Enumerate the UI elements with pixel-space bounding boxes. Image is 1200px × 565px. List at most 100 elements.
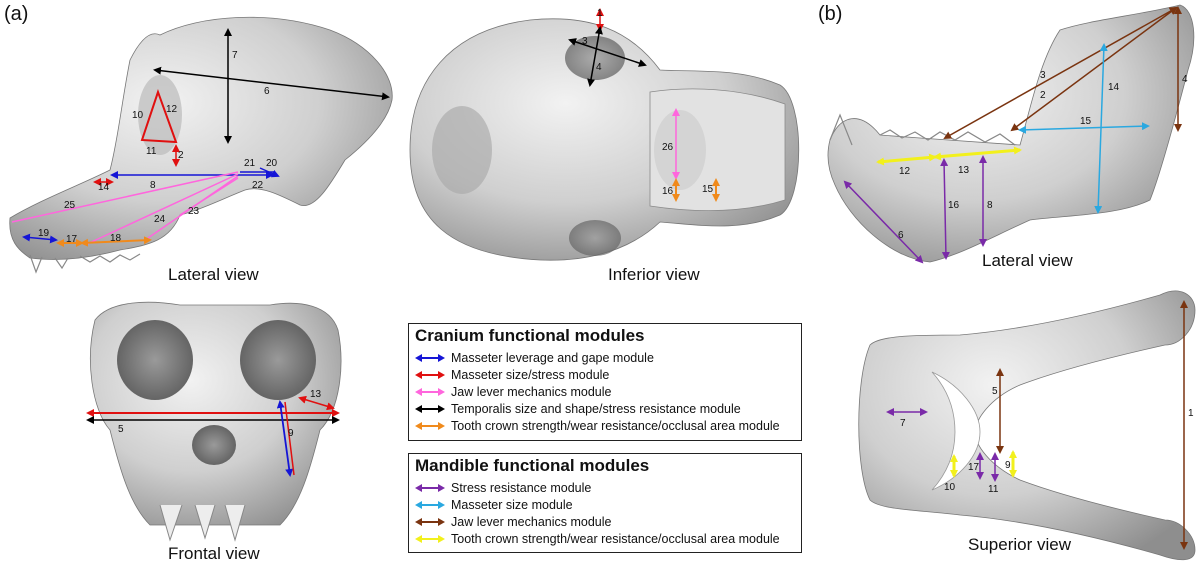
num-15-mandible: 15 bbox=[1080, 116, 1092, 127]
num-14: 14 bbox=[98, 182, 110, 193]
legend-cranium-item-label: Masseter size/stress module bbox=[451, 367, 610, 382]
num-16-mandible: 16 bbox=[948, 200, 960, 211]
mandible-superior-measurements bbox=[886, 300, 1188, 550]
num-14-mandible: 14 bbox=[1108, 82, 1120, 93]
num-19: 19 bbox=[38, 228, 50, 239]
legend-mandible: Mandible functional modules Stress resis… bbox=[408, 453, 802, 553]
legend-cranium-item: Jaw lever mechanics module bbox=[415, 383, 801, 400]
mandible-superior-numbers: 1 5 7 10 17 11 9 bbox=[900, 386, 1194, 495]
legend-mandible-title: Mandible functional modules bbox=[415, 456, 650, 475]
measure-6-mandible bbox=[843, 180, 924, 264]
panel-label-a: (a) bbox=[4, 3, 28, 25]
measure-25 bbox=[11, 171, 239, 223]
cranium-inferior-specimen bbox=[409, 18, 800, 261]
double-arrow-icon bbox=[415, 370, 445, 379]
num-15: 15 bbox=[702, 184, 714, 195]
legend-mandible-item-label: Masseter size module bbox=[451, 497, 573, 512]
cranium-lateral-measurements bbox=[11, 28, 390, 247]
measure-22 bbox=[179, 177, 239, 216]
measure-20 bbox=[259, 167, 280, 178]
num-9-frontal: 9 bbox=[288, 428, 294, 439]
num-23: 23 bbox=[188, 206, 200, 217]
measure-16-mandible bbox=[940, 158, 950, 260]
measure-10-12-triangle bbox=[140, 88, 178, 144]
cranium-frontal-measurements bbox=[86, 395, 340, 477]
legend-mandible-item: Stress resistance module bbox=[415, 479, 801, 496]
view-title-mandible-lateral: Lateral view bbox=[982, 251, 1073, 270]
mandible-superior-specimen bbox=[858, 290, 1196, 561]
legend-mandible-item-label: Jaw lever mechanics module bbox=[451, 514, 612, 529]
num-25: 25 bbox=[64, 200, 76, 211]
legend-mandible-item: Masseter size module bbox=[415, 496, 801, 513]
num-7-mandible: 7 bbox=[900, 418, 906, 429]
num-4-mandible: 4 bbox=[1182, 74, 1188, 85]
num-2: 2 bbox=[178, 150, 184, 161]
num-13-mandible: 13 bbox=[958, 165, 970, 176]
num-5-frontal: 5 bbox=[118, 424, 124, 435]
view-title-mandible-superior: Superior view bbox=[968, 535, 1072, 554]
measure-13-mandible bbox=[933, 146, 1022, 161]
num-1-mandible: 1 bbox=[1188, 408, 1194, 419]
num-6: 6 bbox=[264, 86, 270, 97]
num-3-mandible: 3 bbox=[1040, 70, 1046, 81]
double-arrow-icon bbox=[415, 517, 445, 526]
legend-cranium-item: Tooth crown strength/wear resistance/occ… bbox=[415, 417, 801, 434]
double-arrow-icon bbox=[415, 387, 445, 396]
double-arrow-icon bbox=[415, 404, 445, 413]
num-3: 3 bbox=[582, 36, 588, 47]
measure-18 bbox=[80, 236, 152, 247]
num-10-mandible: 10 bbox=[944, 482, 956, 493]
mandible-lateral-measurements bbox=[843, 6, 1182, 264]
num-8: 8 bbox=[150, 180, 156, 191]
legend-mandible-item-label: Tooth crown strength/wear resistance/occ… bbox=[451, 531, 780, 546]
legend-cranium-item-label: Temporalis size and shape/stress resista… bbox=[451, 401, 741, 416]
view-title-cranium-frontal: Frontal view bbox=[168, 544, 260, 563]
panel-label-b: (b) bbox=[818, 3, 842, 25]
num-1: 1 bbox=[597, 8, 603, 19]
measure-6 bbox=[153, 66, 390, 101]
cranium-frontal-numbers: 5 13 9 bbox=[118, 389, 322, 439]
num-7: 7 bbox=[232, 50, 238, 61]
measure-19 bbox=[22, 233, 58, 244]
num-8-mandible: 8 bbox=[987, 200, 993, 211]
cranium-lateral-numbers: 7 6 10 12 11 2 14 8 21 20 22 25 23 24 19… bbox=[38, 50, 278, 245]
num-9-mandible: 9 bbox=[1005, 460, 1011, 471]
num-17: 17 bbox=[66, 234, 78, 245]
mandible-lateral-specimen bbox=[827, 4, 1195, 263]
num-26: 26 bbox=[662, 142, 674, 153]
num-16: 16 bbox=[662, 186, 674, 197]
legend-cranium-item: Temporalis size and shape/stress resista… bbox=[415, 400, 801, 417]
measure-13 bbox=[298, 395, 335, 411]
legend-cranium-title: Cranium functional modules bbox=[415, 326, 645, 345]
view-title-cranium-inferior: Inferior view bbox=[608, 265, 700, 284]
view-title-cranium-lateral: Lateral view bbox=[168, 265, 259, 284]
legend-cranium: Cranium functional modules Masseter leve… bbox=[408, 323, 802, 441]
legend-mandible-item: Jaw lever mechanics module bbox=[415, 513, 801, 530]
num-2-mandible: 2 bbox=[1040, 90, 1046, 101]
measure-12-mandible bbox=[876, 153, 937, 166]
double-arrow-icon bbox=[415, 500, 445, 509]
legend-cranium-item-label: Masseter leverage and gape module bbox=[451, 350, 654, 365]
num-24: 24 bbox=[154, 214, 166, 225]
double-arrow-icon bbox=[415, 483, 445, 492]
measure-4 bbox=[587, 26, 603, 87]
double-arrow-icon bbox=[415, 353, 445, 362]
num-6-mandible: 6 bbox=[898, 230, 904, 241]
legend-mandible-item: Tooth crown strength/wear resistance/occ… bbox=[415, 530, 801, 547]
num-13-frontal: 13 bbox=[310, 389, 322, 400]
measure-15-mandible bbox=[1018, 122, 1150, 134]
double-arrow-icon bbox=[415, 421, 445, 430]
legend-cranium-item-label: Tooth crown strength/wear resistance/occ… bbox=[451, 418, 780, 433]
legend-mandible-item-label: Stress resistance module bbox=[451, 480, 592, 495]
num-12: 12 bbox=[166, 104, 178, 115]
num-17-mandible: 17 bbox=[968, 462, 980, 473]
num-18: 18 bbox=[110, 233, 122, 244]
num-4: 4 bbox=[596, 62, 602, 73]
num-11: 11 bbox=[146, 146, 157, 157]
cranium-inferior-numbers: 1 3 4 26 16 15 bbox=[582, 8, 714, 197]
legend-cranium-item-label: Jaw lever mechanics module bbox=[451, 384, 612, 399]
num-12-mandible: 12 bbox=[899, 166, 911, 177]
